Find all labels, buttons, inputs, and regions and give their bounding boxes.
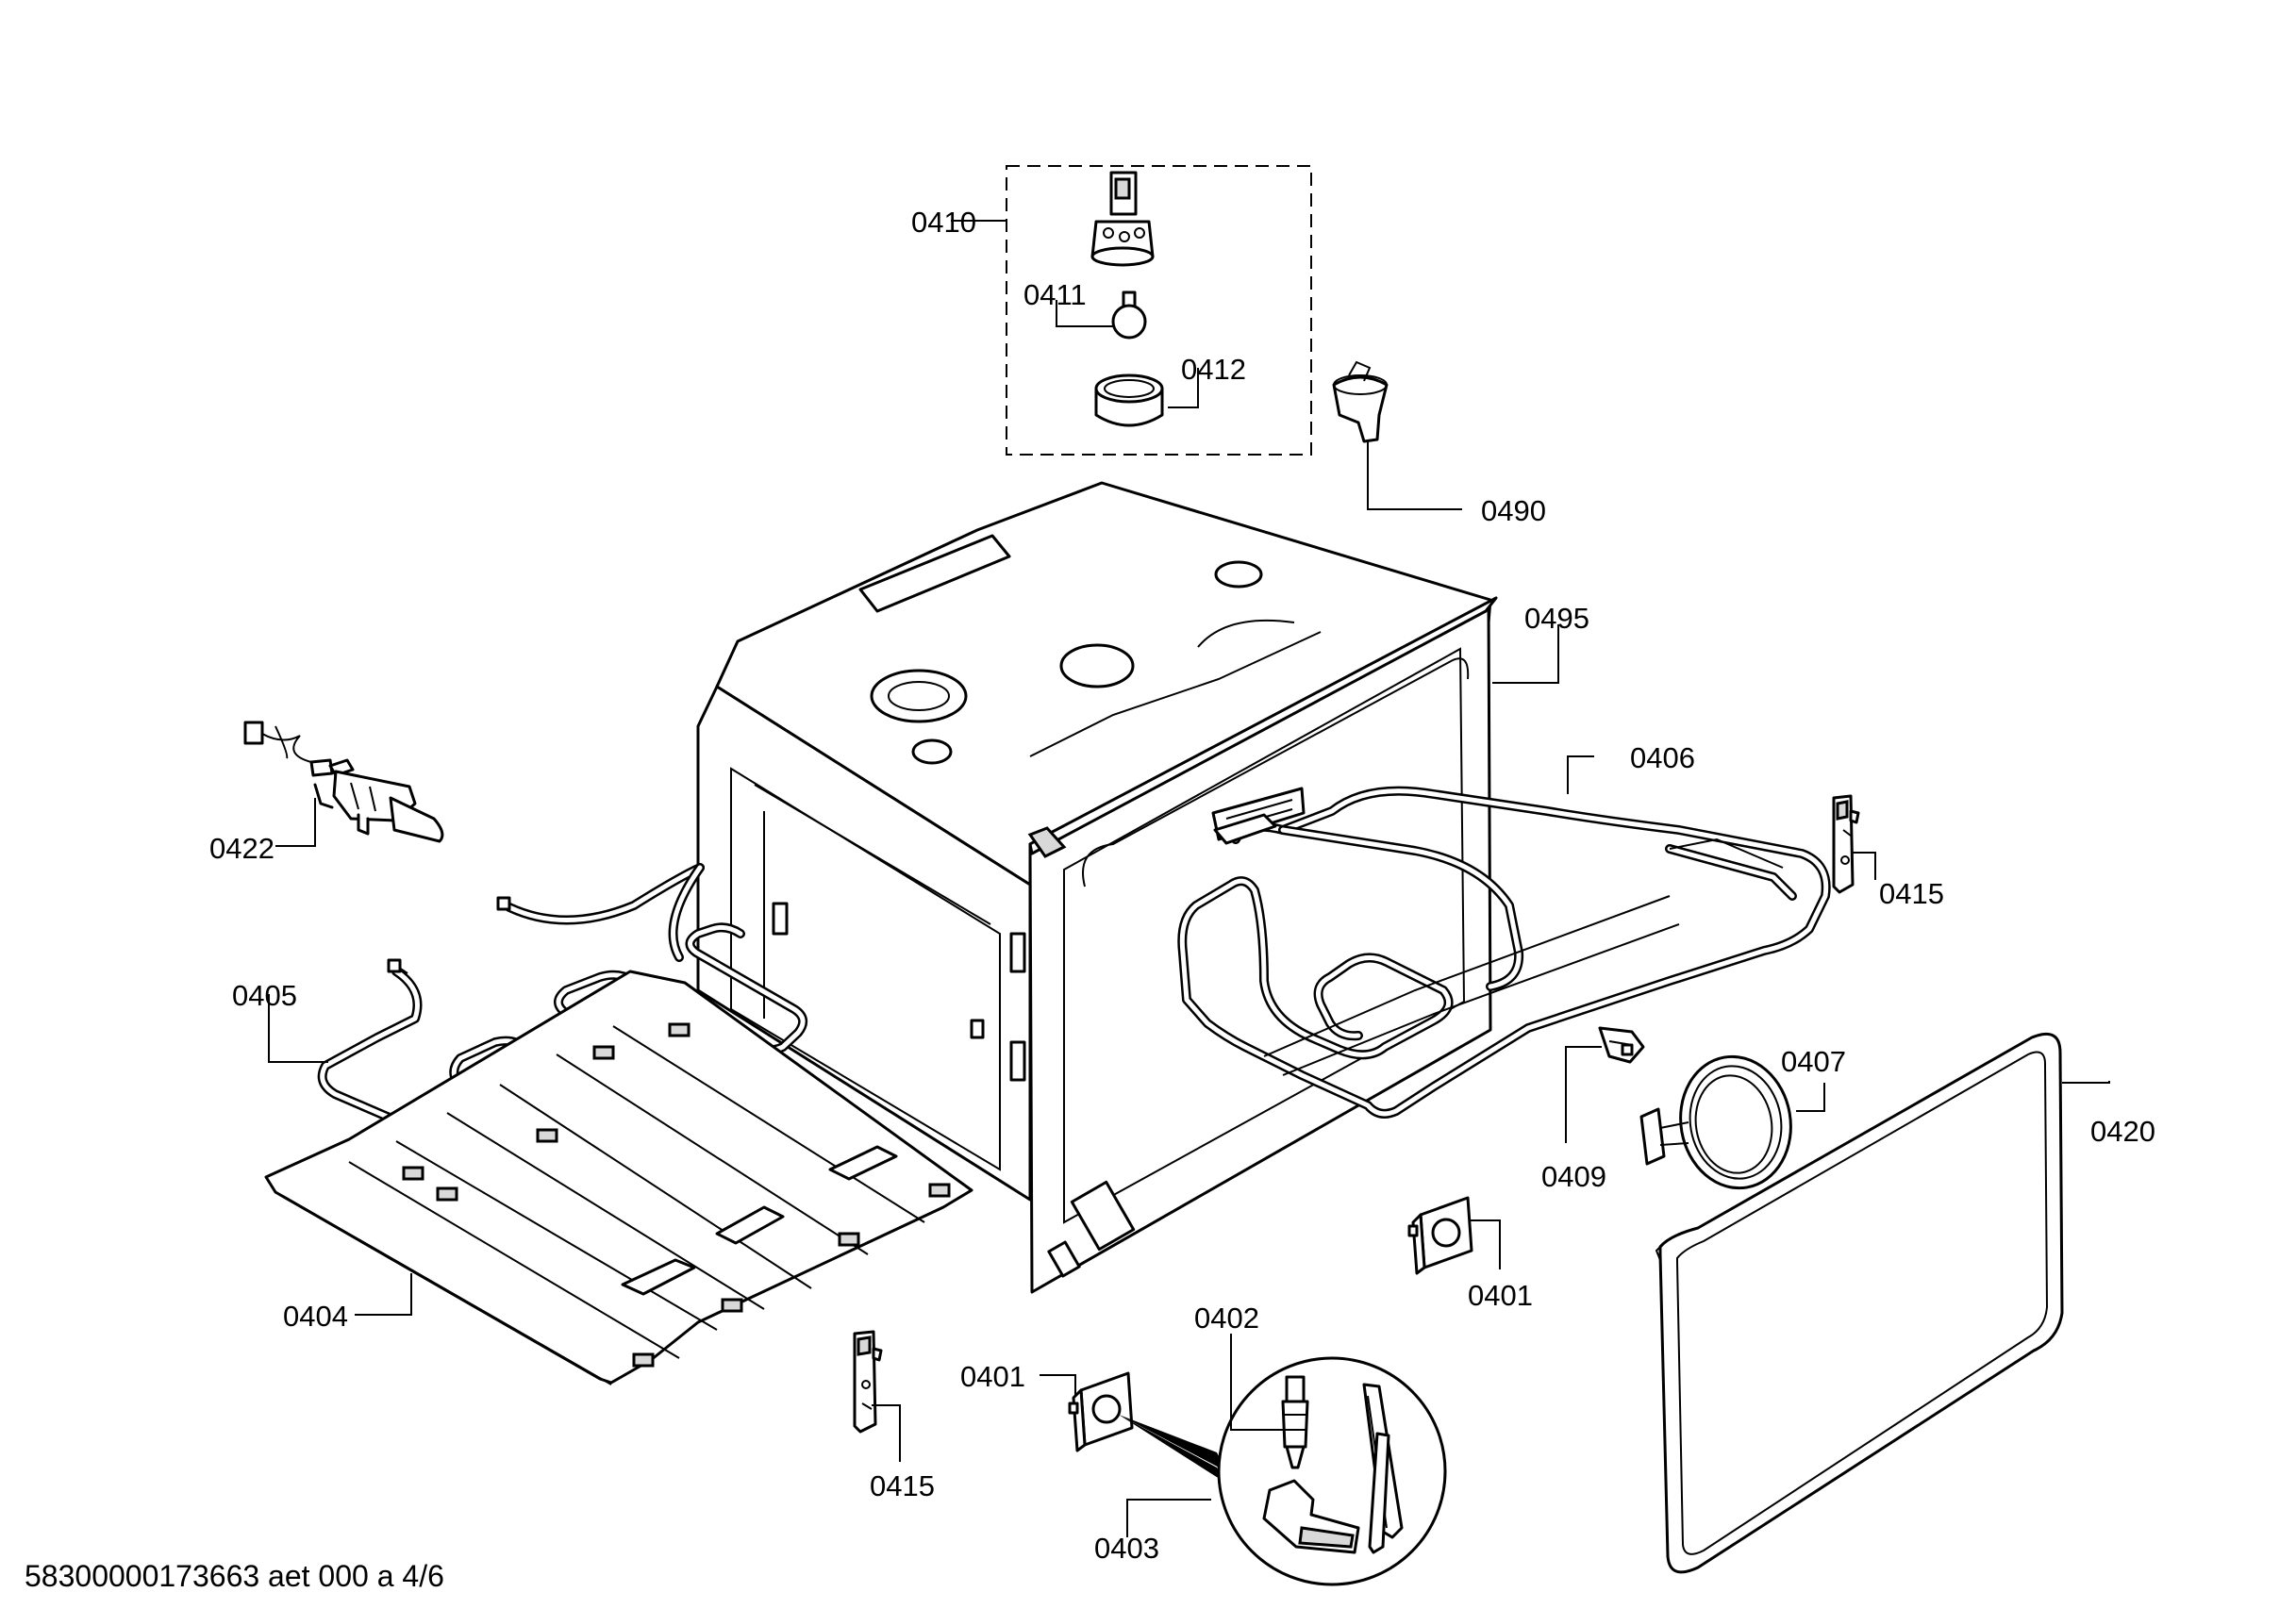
part-0411-bulb[interactable] <box>1111 290 1147 340</box>
lamp-assembly-group <box>1006 165 1312 456</box>
callout-0406[interactable]: 0406 <box>1630 741 1695 774</box>
callout-0412[interactable]: 0412 <box>1181 353 1246 386</box>
callout-0495[interactable]: 0495 <box>1524 602 1589 635</box>
detail-circle <box>1217 1356 1447 1586</box>
part-0410-lamp-housing[interactable] <box>1090 171 1155 267</box>
callout-0401-lower[interactable]: 0401 <box>960 1360 1025 1393</box>
part-0412-lamp-ring[interactable] <box>1094 373 1164 427</box>
part-0409-clip[interactable] <box>1598 1026 1645 1064</box>
callout-0422[interactable]: 0422 <box>209 832 275 865</box>
part-0415-bracket-lower[interactable] <box>853 1330 883 1434</box>
part-0403-socket-tool[interactable] <box>1262 1479 1360 1554</box>
part-0415-bracket-right[interactable] <box>1832 794 1860 894</box>
part-0406-grill-element[interactable] <box>1177 786 1831 1119</box>
part-0490-lamp-cover[interactable] <box>1332 360 1389 443</box>
part-0401-oven-lamp-right[interactable] <box>1407 1196 1473 1275</box>
part-0401-oven-lamp-lower[interactable] <box>1068 1371 1226 1481</box>
part-0407-ring-element[interactable] <box>1639 1048 1801 1197</box>
part-0422-temperature-sensor[interactable] <box>243 721 444 843</box>
lamp-group-dashed-box <box>1006 165 1312 456</box>
callout-0405[interactable]: 0405 <box>232 979 297 1012</box>
callout-0490[interactable]: 0490 <box>1481 494 1546 527</box>
part-0420-door-seal[interactable] <box>1655 1033 2064 1574</box>
callout-0402[interactable]: 0402 <box>1194 1302 1259 1335</box>
callout-labels: 0410 0411 0412 0490 0495 0406 0422 0415 … <box>209 206 2155 1565</box>
callout-0415-right[interactable]: 0415 <box>1879 877 1944 910</box>
callout-0404[interactable]: 0404 <box>283 1300 348 1333</box>
leader-lines <box>268 220 2110 1537</box>
callout-0415-lower[interactable]: 0415 <box>870 1469 935 1502</box>
document-reference: 58300000173663 aet 000 a 4/6 <box>25 1559 444 1593</box>
callout-0401-right[interactable]: 0401 <box>1468 1279 1533 1312</box>
callout-0420[interactable]: 0420 <box>2090 1115 2155 1148</box>
callout-0410[interactable]: 0410 <box>911 206 976 239</box>
callout-0407[interactable]: 0407 <box>1781 1045 1846 1078</box>
wire-clip-detail <box>1362 1383 1404 1554</box>
callout-0411[interactable]: 0411 <box>1023 278 1087 311</box>
callout-0403[interactable]: 0403 <box>1094 1532 1159 1565</box>
part-0402-lamp-socket[interactable] <box>1281 1375 1309 1469</box>
part-0404-bottom-panel[interactable] <box>264 970 973 1385</box>
callout-0409[interactable]: 0409 <box>1541 1160 1606 1193</box>
